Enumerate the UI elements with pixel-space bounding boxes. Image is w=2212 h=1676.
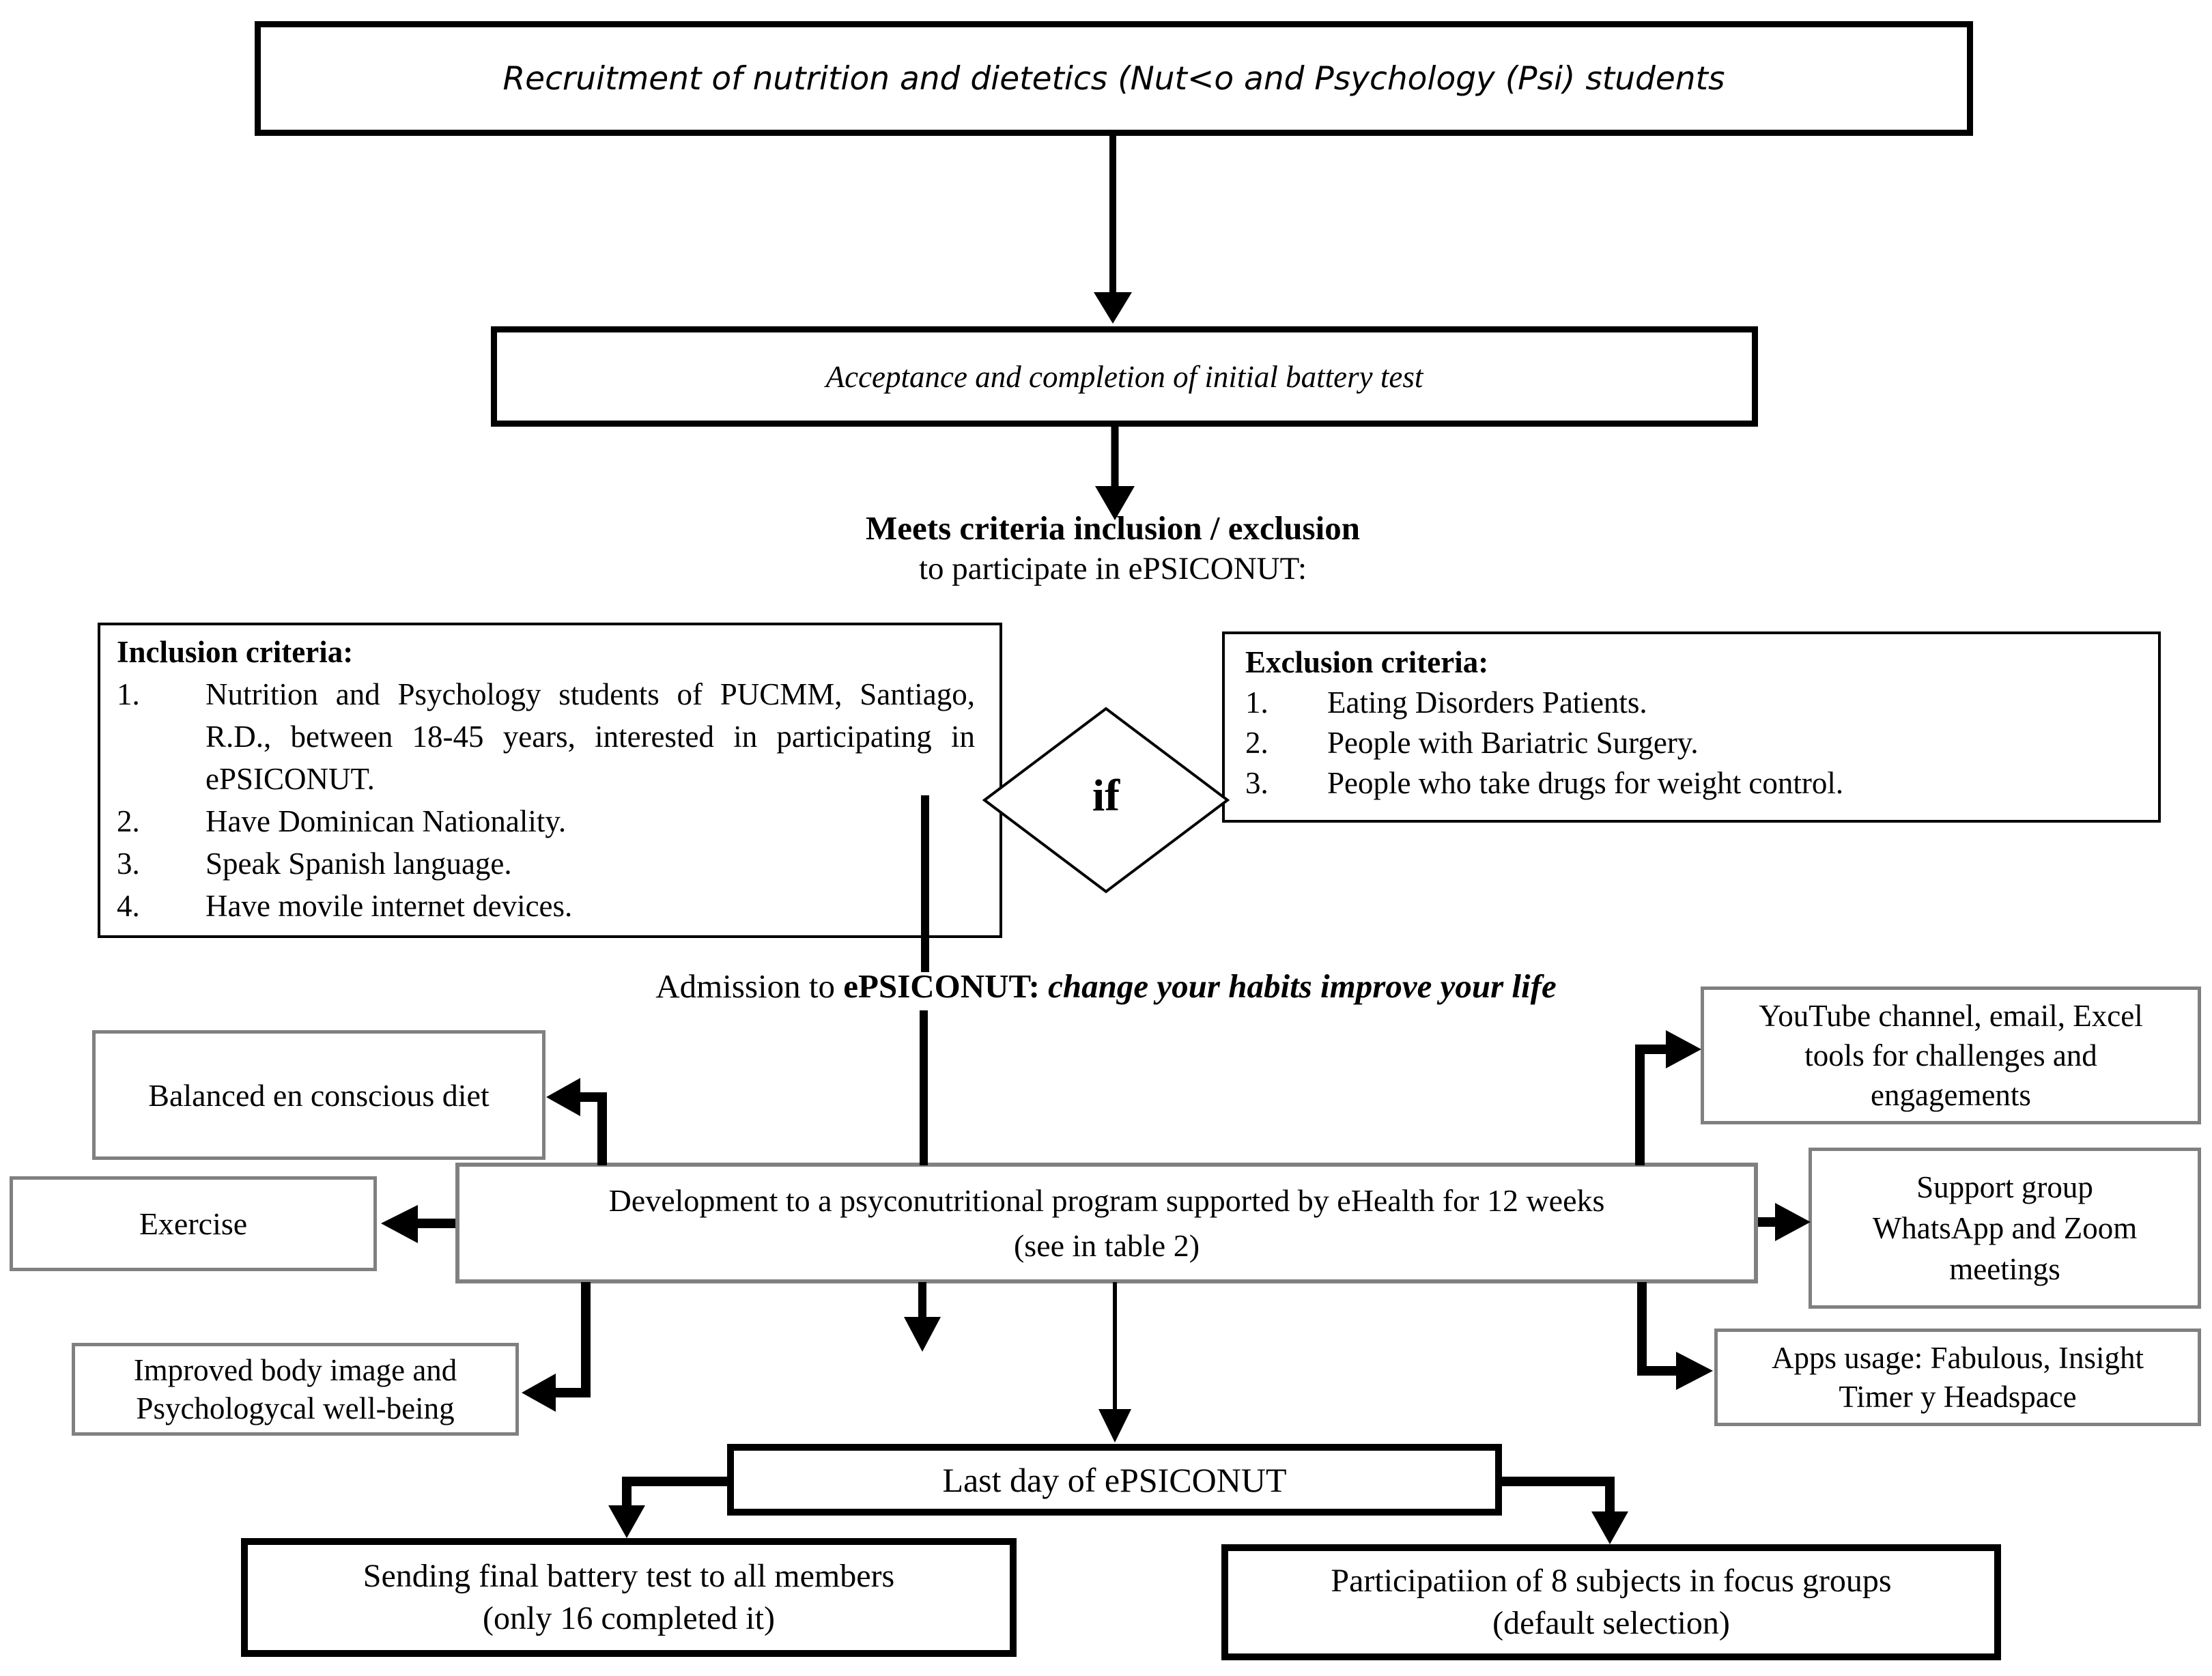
apps-usage-line2: Timer y Headspace [1839,1379,2077,1414]
inclusion-item-text: Have Dominican Nationality. [205,804,567,838]
admission-prefix: Admission to [655,967,844,1005]
inclusion-title: Inclusion criteria: [117,635,354,669]
inclusion-item-num: 1. [117,677,140,711]
support-group-line3: meetings [1949,1252,2060,1286]
inclusion-item-text: Have movile internet devices. [205,889,573,923]
exclusion-item-num: 3. [1245,766,1268,800]
if-diamond: if [1058,770,1154,822]
recruitment-text: Recruitment of nutrition and dietetics (… [502,59,1725,98]
support-group-box: Support group WhatsApp and Zoom meetings [1809,1148,2201,1309]
last-day-box: Last day of ePSICONUT [727,1444,1502,1516]
final-battery-line1: Sending final battery test to all member… [363,1558,895,1594]
youtube-line3: engagements [1871,1078,2031,1112]
support-group-line2: WhatsApp and Zoom [1872,1211,2138,1245]
development-box: Development to a psyconutritional progra… [455,1163,1758,1283]
body-image-line2: Psychologycal well-being [136,1391,455,1425]
apps-usage-line1: Apps usage: Fabulous, Insight [1772,1340,2144,1375]
meets-criteria-line1: Meets criteria inclusion / exclusion [866,509,1360,547]
inclusion-item: 3. Speak Spanish language. [117,842,975,885]
development-line1: Development to a psyconutritional progra… [608,1182,1605,1218]
exclusion-item-text: People with Bariatric Surgery. [1327,726,1699,760]
exercise-box: Exercise [10,1176,377,1271]
focus-groups-box: Participatiion of 8 subjects in focus gr… [1221,1544,2001,1660]
inclusion-item: 2. Have Dominican Nationality. [117,800,975,842]
balanced-diet-text: Balanced en conscious diet [148,1077,490,1113]
body-image-box: Improved body image and Psychologycal we… [72,1343,519,1436]
body-image-line1: Improved body image and [133,1353,457,1387]
meets-criteria-text: Meets criteria inclusion / exclusion to … [430,508,1796,588]
youtube-tools-box: YouTube channel, email, Excel tools for … [1701,986,2201,1124]
admission-slogan: change your habits improve your life [1048,967,1557,1005]
focus-groups-line2: (default selection) [1492,1605,1730,1641]
final-battery-box: Sending final battery test to all member… [241,1538,1017,1657]
admission-text: Admission to ePSICONUT: change your habi… [423,967,1789,1006]
inclusion-item-text: Speak Spanish language. [205,847,512,881]
exclusion-item: 3. People who take drugs for weight cont… [1245,763,2138,804]
exclusion-item: 1. Eating Disorders Patients. [1245,683,2138,723]
exclusion-item-num: 2. [1245,726,1268,760]
youtube-line1: YouTube channel, email, Excel [1759,999,2143,1033]
exclusion-item: 2. People with Bariatric Surgery. [1245,723,2138,763]
admission-program: ePSICONUT: [843,967,1049,1005]
meets-criteria-line2: to participate in ePSICONUT: [918,551,1307,586]
exclusion-criteria-box: Exclusion criteria: 1. Eating Disorders … [1222,631,2161,823]
acceptance-box: Acceptance and completion of initial bat… [491,326,1758,427]
exclusion-title: Exclusion criteria: [1245,645,1489,679]
inclusion-criteria-box: Inclusion criteria: 1. Nutrition and Psy… [98,623,1002,938]
focus-groups-line1: Participatiion of 8 subjects in focus gr… [1331,1563,1892,1599]
exclusion-item-text: Eating Disorders Patients. [1327,685,1647,720]
inclusion-item: 4. Have movile internet devices. [117,885,975,927]
acceptance-text: Acceptance and completion of initial bat… [825,359,1423,394]
last-day-text: Last day of ePSICONUT [942,1460,1287,1499]
inclusion-item-num: 4. [117,889,140,923]
if-label: if [1092,771,1120,821]
inclusion-item-num: 2. [117,804,140,838]
final-battery-line2: (only 16 completed it) [483,1600,775,1636]
exclusion-item-text: People who take drugs for weight control… [1327,766,1844,800]
recruitment-box: Recruitment of nutrition and dietetics (… [255,21,1973,136]
inclusion-item: 1. Nutrition and Psychology students of … [117,673,975,800]
inclusion-item-text: Nutrition and Psychology students of PUC… [205,677,975,796]
exclusion-item-num: 1. [1245,685,1268,720]
balanced-diet-box: Balanced en conscious diet [92,1030,545,1160]
inclusion-item-num: 3. [117,847,140,881]
youtube-line2: tools for challenges and [1804,1038,2097,1073]
apps-usage-box: Apps usage: Fabulous, Insight Timer y He… [1714,1329,2201,1426]
development-line2: (see in table 2) [1013,1227,1200,1263]
exercise-text: Exercise [139,1206,248,1241]
support-group-line1: Support group [1916,1170,2093,1204]
